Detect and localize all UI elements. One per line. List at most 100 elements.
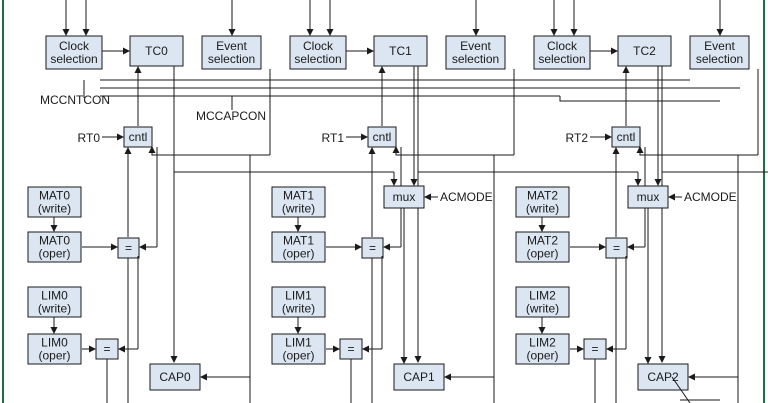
- lim-write-2-label-1: (write): [526, 302, 559, 316]
- tc-block-1-rect: [373, 35, 428, 67]
- mat-oper-2-label-0: MAT2: [527, 234, 558, 248]
- tc-block-0: TC0: [129, 35, 184, 67]
- event-selection-2-rect: [689, 35, 750, 70]
- mux-group-1: mux ACMODE: [383, 66, 493, 364]
- cntl-1-rect: [367, 126, 397, 148]
- event-selection-1-label-0: Event: [460, 39, 491, 53]
- clock-selection-0-rect: [45, 35, 103, 70]
- lim-compare-1-label-0: =: [347, 342, 354, 356]
- mat-write-2-label-1: (write): [526, 202, 559, 216]
- event-selection-2-label-0: Event: [704, 39, 735, 53]
- lim-compare-2-label-0: =: [591, 342, 598, 356]
- rt-label-0: RT0: [78, 131, 101, 145]
- mat-oper-1-rect: [271, 231, 326, 263]
- lim-compare-2: =: [583, 338, 607, 360]
- mat-oper-0: MAT0(oper): [27, 231, 82, 263]
- event-selection-1-rect: [445, 35, 506, 70]
- lim-oper-1: LIM1(oper): [271, 333, 326, 365]
- cntl-1: cntl: [367, 126, 397, 148]
- lim-oper-2-label-1: (oper): [526, 349, 558, 363]
- mat-compare-0-label-0: =: [125, 241, 132, 255]
- mat-write-1-label-0: MAT1: [283, 189, 314, 203]
- mat-write-0: MAT0(write): [27, 186, 82, 218]
- clock-selection-0-label-1: selection: [50, 52, 97, 66]
- cntl-2-label-0: cntl: [617, 130, 636, 144]
- cntl-2-rect: [611, 126, 641, 148]
- lim-write-0-rect: [27, 286, 82, 318]
- mccapcon-label: MCCAPCON: [196, 109, 266, 123]
- tc-block-0-label-0: TC0: [145, 44, 168, 58]
- mat-oper-0-label-0: MAT0: [39, 234, 70, 248]
- tc-block-1-label-0: TC1: [389, 44, 412, 58]
- cap-0-label-0: CAP0: [159, 370, 191, 384]
- cntl-0-rect: [123, 126, 153, 148]
- lim-oper-1-rect: [271, 333, 326, 365]
- cap2-out: [671, 376, 691, 403]
- tc-block-2-rect: [617, 35, 672, 67]
- mux-1: mux: [383, 185, 425, 209]
- lim-oper-1-label-1: (oper): [282, 349, 314, 363]
- cntl-0-label-0: cntl: [129, 130, 148, 144]
- lim-compare-1: =: [339, 338, 363, 360]
- mat-oper-1-label-0: MAT1: [283, 234, 314, 248]
- mat-compare-2: =: [605, 237, 628, 259]
- tc-block-0-rect: [129, 35, 184, 67]
- lim-write-0-label-1: (write): [38, 302, 71, 316]
- cap-0-rect: [149, 363, 201, 391]
- tc-block-2-label-0: TC2: [633, 44, 656, 58]
- lim-write-1-label-0: LIM1: [285, 289, 312, 303]
- mat-oper-1: MAT1(oper): [271, 231, 326, 263]
- mat-compare-0: =: [117, 237, 140, 259]
- rt-label-1: RT1: [322, 131, 345, 145]
- lim-oper-0: LIM0(oper): [27, 333, 82, 365]
- lim-oper-1-label-0: LIM1: [285, 336, 312, 350]
- cntl-feedback-0: [148, 146, 270, 156]
- lim-write-1-rect: [271, 286, 326, 318]
- lim-compare-0-label-0: =: [103, 342, 110, 356]
- event-selection-1-label-1: selection: [452, 52, 499, 66]
- cap-1-label-0: CAP1: [403, 370, 435, 384]
- lim-oper-2: LIM2(oper): [515, 333, 570, 365]
- mat-oper-1-label-1: (oper): [282, 247, 314, 261]
- acmode-label-2: ACMODE: [684, 190, 737, 204]
- lim-oper-0-label-0: LIM0: [41, 336, 68, 350]
- clock-selection-2-rect: [533, 35, 591, 70]
- clock-selection-1-label-1: selection: [294, 52, 341, 66]
- cap-2: CAP2: [637, 363, 689, 391]
- cntl-0: cntl: [123, 126, 153, 148]
- event-selection-2-label-1: selection: [696, 52, 743, 66]
- lim-oper-2-rect: [515, 333, 570, 365]
- lim-compare-0: =: [95, 338, 119, 360]
- lim-oper-0-rect: [27, 333, 82, 365]
- cap-2-rect: [637, 363, 689, 391]
- event-selection-0-label-0: Event: [216, 39, 247, 53]
- lim-oper-0-label-1: (oper): [38, 349, 70, 363]
- event-selection-0-rect: [201, 35, 262, 70]
- mat-oper-0-label-1: (oper): [38, 247, 70, 261]
- mat-write-0-label-1: (write): [38, 202, 71, 216]
- mat-compare-1-label-0: =: [369, 241, 376, 255]
- cntl-feedback-1: [392, 146, 514, 156]
- mat-write-1: MAT1(write): [271, 186, 326, 218]
- mat-write-2: MAT2(write): [515, 186, 570, 218]
- lim-write-0-label-0: LIM0: [41, 289, 68, 303]
- tc-block-2: TC2: [617, 35, 672, 67]
- lim-write-2-label-0: LIM2: [529, 289, 556, 303]
- lim-write-1-label-1: (write): [282, 302, 315, 316]
- acmode-label-1: ACMODE: [440, 190, 493, 204]
- lim-write-2: LIM2(write): [515, 286, 570, 318]
- clock-selection-2-label-1: selection: [538, 52, 585, 66]
- rt-label-2: RT2: [566, 131, 589, 145]
- mat-compare-2-label-0: =: [613, 241, 620, 255]
- clock-selection-2-label-0: Clock: [547, 39, 578, 53]
- lim-write-0: LIM0(write): [27, 286, 82, 318]
